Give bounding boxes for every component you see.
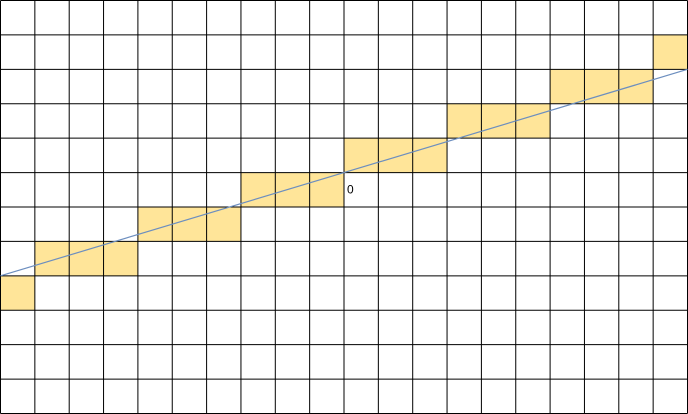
origin-label: 0 [347, 183, 354, 197]
highlighted-cell [172, 207, 207, 242]
highlighted-cell [103, 241, 138, 276]
highlighted-cell [550, 69, 585, 104]
highlighted-cell [653, 34, 688, 70]
line-layer [0, 68, 688, 277]
highlighted-cell [137, 207, 173, 242]
highlighted-cell [34, 241, 70, 276]
highlighted-cell [0, 275, 35, 311]
highlighted-cell [275, 172, 310, 207]
highlighted-cell [515, 103, 551, 139]
highlighted-cell [481, 103, 516, 139]
sloped-line [0, 68, 688, 277]
highlighted-cell [618, 69, 654, 104]
highlighted-cell [378, 138, 413, 173]
